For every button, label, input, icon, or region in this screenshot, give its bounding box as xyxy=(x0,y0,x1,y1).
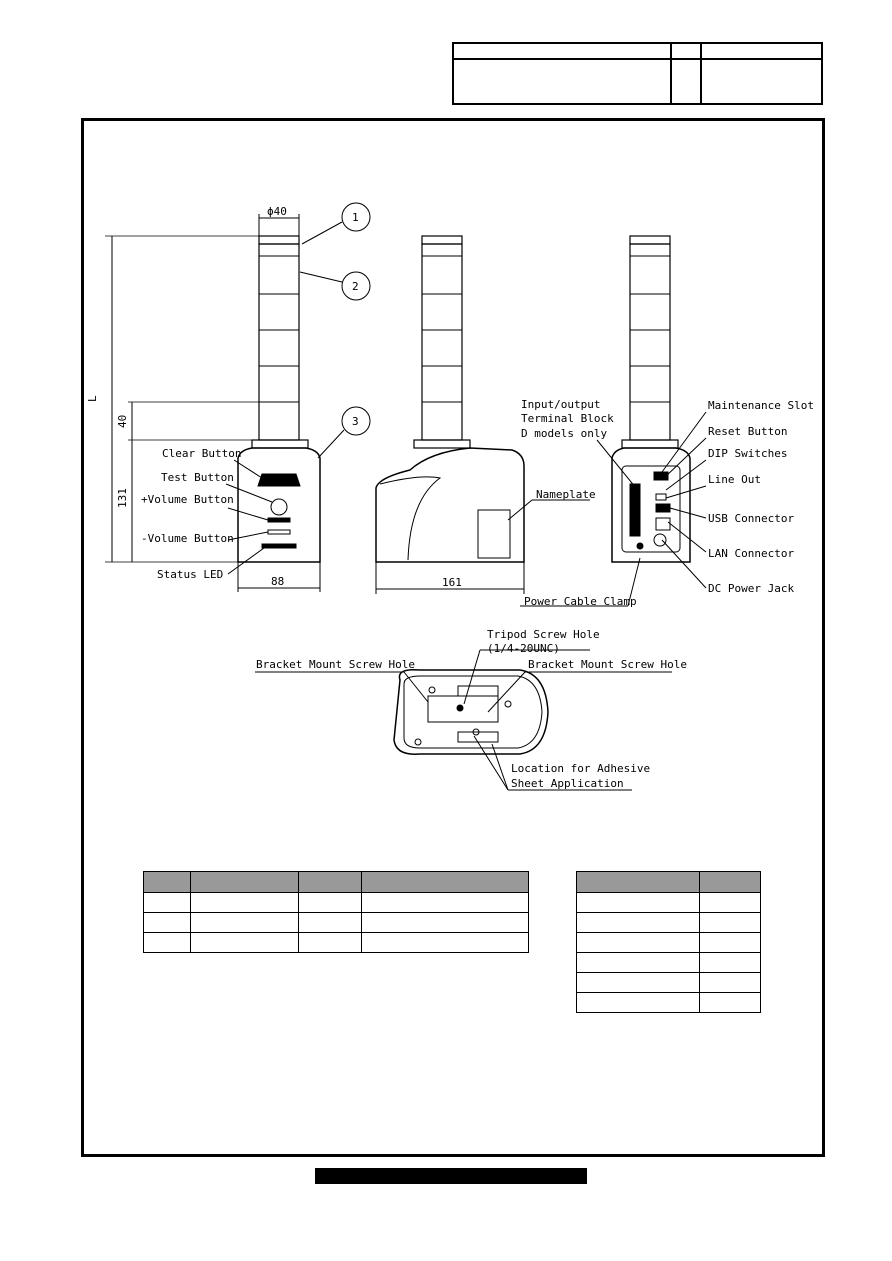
table-header-row xyxy=(143,871,529,893)
clear-button-label: Clear Button xyxy=(162,447,241,460)
title-block xyxy=(452,42,823,105)
table-row xyxy=(576,892,761,913)
table-row xyxy=(576,912,761,933)
rear-view xyxy=(520,235,707,607)
balloon-label: 3 xyxy=(352,415,359,428)
maintenance-slot-label: Maintenance Slot xyxy=(708,399,814,412)
io-terminal-label: D models only xyxy=(521,427,607,440)
dimension-depth: 161 xyxy=(442,576,462,589)
spec-table xyxy=(576,871,761,1013)
table-row xyxy=(143,912,529,933)
front-view xyxy=(105,202,371,592)
test-button-label: Test Button xyxy=(161,471,234,484)
line-out-label: Line Out xyxy=(708,473,761,486)
parts-table xyxy=(143,871,529,953)
balloon-label: 1 xyxy=(352,211,359,224)
title-block-divider xyxy=(670,44,672,103)
dimension-width: 88 xyxy=(271,575,284,588)
dc-power-jack-label: DC Power Jack xyxy=(708,582,794,595)
table-header-cell xyxy=(143,871,191,893)
dimension-base-height: 131 xyxy=(116,488,129,508)
tripod-screw-hole-label: (1/4-20UNC) xyxy=(487,642,560,655)
dimension-base-offset: 40 xyxy=(116,415,129,428)
table-header-cell xyxy=(190,871,299,893)
table-row xyxy=(143,932,529,953)
tripod-screw-hole-label: Tripod Screw Hole xyxy=(487,628,600,641)
table-row xyxy=(576,972,761,993)
dip-switches-label: DIP Switches xyxy=(708,447,787,460)
bracket-mount-left-label: Bracket Mount Screw Hole xyxy=(256,658,415,671)
power-cable-clamp-label: Power Cable Clamp xyxy=(524,595,637,608)
table-header-row xyxy=(576,871,761,893)
table-header-cell xyxy=(361,871,529,893)
usb-connector-label: USB Connector xyxy=(708,512,794,525)
io-terminal-label: Input/output xyxy=(521,398,600,411)
io-terminal-label: Terminal Block xyxy=(521,412,614,425)
volume-down-button-label: -Volume Button xyxy=(141,532,234,545)
status-led-label: Status LED xyxy=(157,568,223,581)
title-block-divider xyxy=(700,44,702,103)
table-header-cell xyxy=(298,871,362,893)
bracket-mount-right-label: Bracket Mount Screw Hole xyxy=(528,658,687,671)
table-header-cell xyxy=(699,871,761,893)
table-row xyxy=(143,892,529,913)
table-row xyxy=(576,952,761,973)
title-block-divider xyxy=(454,58,821,60)
side-view xyxy=(375,235,590,594)
table-row xyxy=(576,992,761,1013)
balloon-label: 2 xyxy=(352,280,359,293)
reset-button-label: Reset Button xyxy=(708,425,787,438)
drawing-frame xyxy=(81,118,825,1157)
table-row xyxy=(576,932,761,953)
table-header-cell xyxy=(576,871,700,893)
dimension-diameter: ϕ40 xyxy=(267,205,287,218)
adhesive-sheet-label: Sheet Application xyxy=(511,777,624,790)
dimension-overall-height: L xyxy=(86,395,99,402)
redaction-bar xyxy=(315,1168,587,1184)
bottom-view xyxy=(255,649,672,791)
volume-up-button-label: +Volume Button xyxy=(141,493,234,506)
adhesive-sheet-label: Location for Adhesive xyxy=(511,762,650,775)
nameplate-label: Nameplate xyxy=(536,488,596,501)
lan-connector-label: LAN Connector xyxy=(708,547,794,560)
